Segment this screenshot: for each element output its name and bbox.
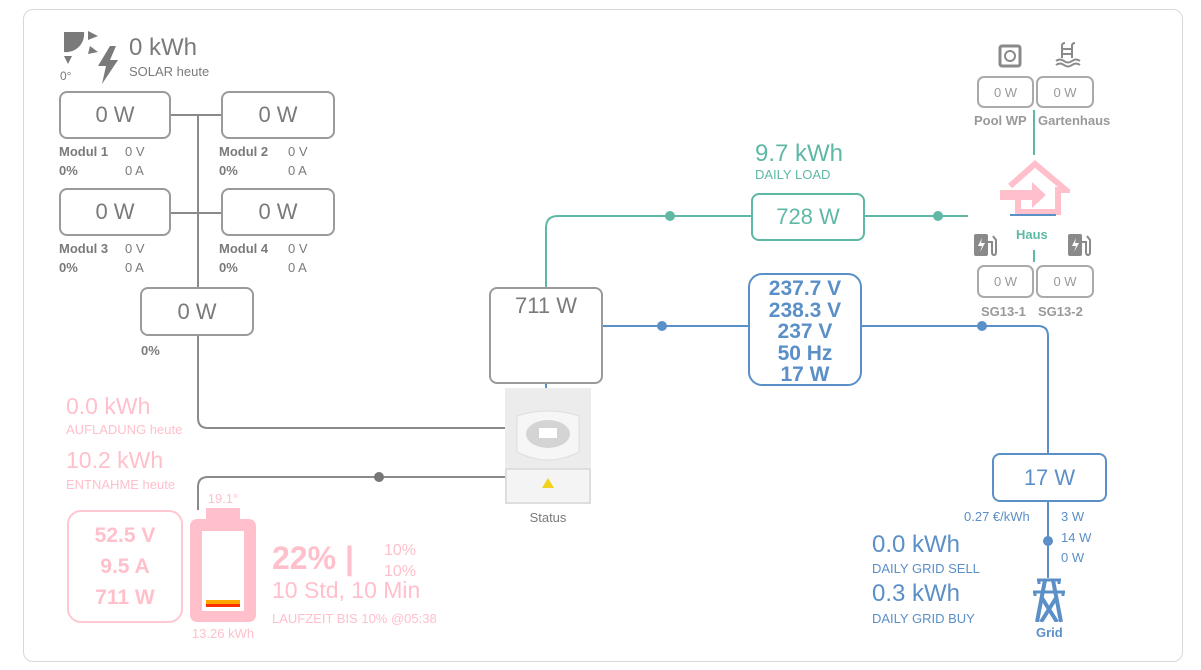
gartenhaus-label: Gartenhaus	[1038, 113, 1111, 128]
ev-charger-icon	[1068, 234, 1091, 257]
module-4-name: Modul 4	[219, 241, 269, 256]
grid-line	[545, 325, 1049, 578]
battery-current: 9.5 A	[100, 555, 150, 578]
inverter-power-box[interactable]: 711 W	[489, 287, 603, 384]
module-4-voltage: 0 V	[288, 241, 308, 256]
heat-pump-icon	[998, 44, 1022, 68]
solar-power-icon	[64, 31, 118, 84]
grid-flow-dot	[657, 321, 667, 331]
module-4-percent: 0%	[219, 260, 238, 275]
battery-min-soc-1: 10%	[384, 542, 417, 559]
module-3-percent: 0%	[59, 260, 78, 275]
module-1-voltage: 0 V	[125, 144, 145, 159]
grid-phase-2: 14 W	[1061, 530, 1092, 545]
solar-energy: 0 kWh	[129, 34, 198, 61]
module-3-power[interactable]: 0 W	[59, 188, 171, 236]
module-1-name: Modul 1	[59, 144, 109, 159]
module-1-percent: 0%	[59, 163, 78, 178]
inverter-image[interactable]	[505, 388, 591, 504]
pool-icon	[1055, 42, 1081, 68]
module-1-current: 0 A	[125, 163, 144, 178]
battery-line	[197, 476, 505, 510]
grid-voltage-l1: 237.7 V	[768, 277, 842, 300]
battery-runtime: 10 Std, 10 Min	[272, 577, 421, 603]
grid-phase-1: 3 W	[1061, 509, 1085, 524]
grid-flow-dot	[977, 321, 987, 331]
grid-voltage-l3: 237 V	[777, 320, 833, 343]
house-label: Haus	[1016, 227, 1048, 242]
module-3-name: Modul 3	[59, 241, 109, 256]
load-line	[545, 110, 1035, 287]
grid-power[interactable]: 17 W	[992, 453, 1107, 502]
sg13-2-label: SG13-2	[1038, 304, 1083, 319]
module-2-voltage: 0 V	[288, 144, 308, 159]
grid-price: 0.27 €/kWh	[964, 509, 1030, 524]
solar-label: SOLAR heute	[129, 64, 210, 79]
grid-label: Grid	[1036, 625, 1063, 640]
sg13-2-power[interactable]: 0 W	[1036, 265, 1094, 298]
battery-discharge-label: ENTNAHME heute	[66, 477, 176, 492]
battery-charge-energy: 0.0 kWh	[66, 393, 151, 419]
module-2-percent: 0%	[219, 163, 238, 178]
battery-min-soc-2: 10%	[384, 563, 417, 580]
pool-wp-power[interactable]: 0 W	[977, 76, 1034, 108]
load-power[interactable]: 728 W	[751, 193, 865, 241]
solar-total-percent: 0%	[141, 343, 160, 358]
grid-buy-energy: 0.3 kWh	[872, 580, 961, 607]
solar-total-power[interactable]: 0 W	[140, 287, 254, 336]
gartenhaus-power[interactable]: 0 W	[1036, 76, 1094, 108]
transmission-tower-icon[interactable]	[1031, 576, 1067, 622]
grid-voltage-l2: 238.3 V	[768, 298, 842, 322]
battery-power: 711 W	[95, 586, 155, 609]
battery-voltage: 52.5 V	[94, 524, 156, 547]
grid-voltage-box[interactable]: 237.7 V 238.3 V 237 V 50 Hz 17 W	[748, 273, 862, 386]
battery-discharge-energy: 10.2 kWh	[66, 447, 164, 473]
inverter-grid-power: 17 W	[780, 363, 830, 386]
battery-stats-box[interactable]: 52.5 V 9.5 A 711 W	[67, 510, 183, 623]
sg13-1-power[interactable]: 0 W	[977, 265, 1034, 298]
module-4-current: 0 A	[288, 260, 307, 275]
inverter-power: 711 W	[515, 293, 577, 318]
battery-runtime-label: LAUFZEIT BIS 10% @05:38	[272, 611, 437, 626]
module-1-power[interactable]: 0 W	[59, 91, 171, 139]
load-flow-dot	[665, 211, 675, 221]
grid-flow-dot	[1043, 536, 1053, 546]
inverter-status[interactable]: Status	[529, 510, 567, 525]
module-4-power[interactable]: 0 W	[221, 188, 335, 236]
daily-load-energy: 9.7 kWh	[755, 140, 844, 167]
pool-wp-label: Pool WP	[974, 113, 1027, 128]
ev-charger-icon	[974, 234, 997, 257]
module-3-voltage: 0 V	[125, 241, 145, 256]
battery-charge-label: AUFLADUNG heute	[66, 422, 183, 437]
grid-sell-label: DAILY GRID SELL	[872, 561, 980, 576]
daily-load-label: DAILY LOAD	[755, 167, 831, 182]
module-2-power[interactable]: 0 W	[221, 91, 335, 139]
grid-phase-3: 0 W	[1061, 550, 1085, 565]
grid-frequency: 50 Hz	[777, 341, 833, 365]
solar-line	[197, 115, 505, 429]
power-flow-card	[23, 9, 1183, 662]
battery-capacity: 13.26 kWh	[191, 626, 255, 641]
house-icon[interactable]	[1000, 160, 1070, 218]
battery-icon[interactable]	[190, 508, 256, 622]
load-flow-dot	[933, 211, 943, 221]
battery-temperature: 19.1°	[207, 491, 239, 506]
battery-flow-dot	[374, 472, 384, 482]
battery-soc: 22% |	[272, 540, 354, 576]
module-lines	[170, 114, 221, 214]
sg13-1-label: SG13-1	[981, 304, 1026, 319]
solar-angle: 0°	[60, 69, 72, 83]
module-2-name: Modul 2	[219, 144, 269, 159]
grid-buy-label: DAILY GRID BUY	[872, 611, 975, 626]
module-3-current: 0 A	[125, 260, 144, 275]
module-2-current: 0 A	[288, 163, 307, 178]
grid-sell-energy: 0.0 kWh	[872, 531, 961, 558]
